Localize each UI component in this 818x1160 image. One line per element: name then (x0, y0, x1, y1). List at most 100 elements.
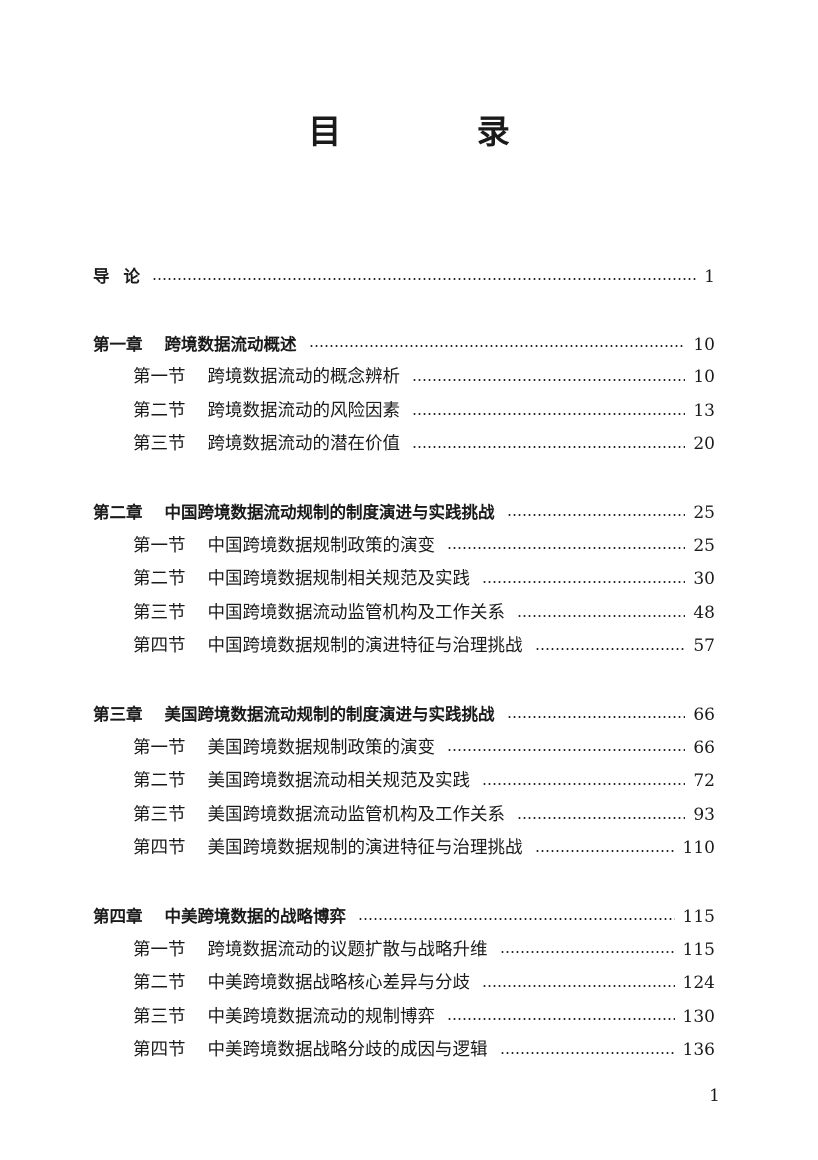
toc-section-title: 中国跨境数据流动监管机构及工作关系 (207, 602, 506, 623)
dot-leader (506, 513, 686, 516)
dot-leader (534, 648, 686, 651)
page-title: 目 录 (308, 112, 572, 151)
toc-section-2-1[interactable]: 第一节 中国跨境数据规制政策的演变 25 (93, 530, 715, 564)
dot-leader (308, 345, 686, 348)
toc-section-3-2[interactable]: 第二节 美国跨境数据流动相关规范及实践 72 (93, 765, 715, 799)
dot-leader (517, 816, 686, 819)
dot-leader (517, 614, 686, 617)
toc-section-page: 48 (693, 602, 715, 623)
toc-entry-page: 1 (704, 267, 715, 287)
toc-section-title: 美国跨境数据规制的演进特征与治理挑战 (207, 838, 523, 859)
toc-entry-title: 论 (123, 267, 141, 286)
toc-section-title: 跨境数据流动的潜在价值 (207, 434, 401, 455)
toc-section-label: 第四节 (133, 838, 186, 859)
toc-section-label: 第一节 (133, 535, 186, 556)
toc-chapter-page: 10 (693, 334, 715, 355)
toc-section-title: 跨境数据流动的议题扩散与战略升维 (207, 939, 488, 960)
dot-leader (482, 580, 686, 583)
toc-section-2-3[interactable]: 第三节 中国跨境数据流动监管机构及工作关系 48 (93, 597, 715, 631)
toc-section-title: 中国跨境数据规制政策的演变 (207, 535, 436, 556)
toc-section-2-2[interactable]: 第二节 中国跨境数据规制相关规范及实践 30 (93, 563, 715, 597)
dot-leader (358, 917, 675, 920)
page-number: 1 (709, 1086, 720, 1106)
dot-leader (412, 412, 686, 415)
toc-section-2-4[interactable]: 第四节 中国跨境数据规制的演进特征与治理挑战 57 (93, 630, 715, 664)
toc-section-label: 第二节 (133, 771, 186, 792)
dot-leader (499, 951, 675, 954)
toc-chapter-page: 66 (693, 704, 715, 725)
dot-leader (482, 782, 686, 785)
toc-section-label: 第三节 (133, 804, 186, 825)
dot-leader (447, 547, 686, 550)
toc-section-4-2[interactable]: 第二节 中美跨境数据战略核心差异与分歧 124 (93, 967, 715, 1001)
toc-section-page: 66 (693, 737, 715, 758)
toc-section-label: 第一节 (133, 737, 186, 758)
toc-section-label: 第三节 (133, 434, 186, 455)
toc-section-3-3[interactable]: 第三节 美国跨境数据流动监管机构及工作关系 93 (93, 799, 715, 833)
toc-section-4-1[interactable]: 第一节 跨境数据流动的议题扩散与战略升维 115 (93, 934, 715, 968)
toc-chapter-title: 中美跨境数据的战略博弈 (164, 906, 347, 926)
toc-section-title: 美国跨境数据规制政策的演变 (207, 737, 436, 758)
dot-leader (482, 984, 675, 987)
toc-entry-intro[interactable]: 导 论 1 (93, 260, 715, 294)
toc-section-1-2[interactable]: 第二节 跨境数据流动的风险因素 13 (93, 395, 715, 429)
dot-leader (447, 1018, 675, 1021)
toc-section-title: 中国跨境数据规制相关规范及实践 (207, 569, 471, 590)
toc-section-label: 第二节 (133, 400, 186, 421)
toc-chapter-page: 115 (682, 906, 715, 927)
toc-section-1-3[interactable]: 第三节 跨境数据流动的潜在价值 20 (93, 428, 715, 462)
toc-chapter-4[interactable]: 第四章 中美跨境数据的战略博弈 115 (93, 900, 715, 934)
toc-chapter-label: 第四章 (93, 906, 143, 926)
toc-section-title: 中美跨境数据战略核心差异与分歧 (207, 973, 471, 994)
dot-leader (506, 715, 686, 718)
toc-entry-label: 导 (93, 267, 110, 286)
dot-leader (412, 378, 686, 381)
toc-section-1-1[interactable]: 第一节 跨境数据流动的概念辨析 10 (93, 361, 715, 395)
toc-chapter-3[interactable]: 第三章 美国跨境数据流动规制的制度演进与实践挑战 66 (93, 698, 715, 732)
toc-section-page: 72 (693, 771, 715, 792)
toc-chapter-title: 美国跨境数据流动规制的制度演进与实践挑战 (164, 704, 495, 724)
toc-section-title: 美国跨境数据流动监管机构及工作关系 (207, 804, 506, 825)
dot-leader (152, 277, 697, 280)
toc-chapter-page: 25 (693, 502, 715, 523)
toc-chapter-label: 第三章 (93, 704, 143, 724)
toc-section-label: 第二节 (133, 569, 186, 590)
toc-section-3-1[interactable]: 第一节 美国跨境数据规制政策的演变 66 (93, 732, 715, 766)
toc-chapter-label: 第二章 (93, 502, 143, 522)
dot-leader (499, 1052, 675, 1055)
toc-section-title: 跨境数据流动的概念辨析 (207, 367, 401, 388)
toc-chapter-title: 中国跨境数据流动规制的制度演进与实践挑战 (164, 502, 495, 522)
toc-section-title: 中国跨境数据规制的演进特征与治理挑战 (207, 636, 523, 657)
toc-section-label: 第二节 (133, 973, 186, 994)
toc-section-page: 115 (682, 939, 715, 960)
toc-section-page: 13 (693, 400, 715, 421)
toc-section-page: 136 (682, 1040, 715, 1061)
dot-leader (412, 446, 686, 449)
toc-section-page: 57 (693, 636, 715, 657)
toc-section-page: 130 (682, 1006, 715, 1027)
dot-leader (534, 850, 675, 853)
table-of-contents: 导 论 1 第一章 跨境数据流动概述 10 第一节 跨境数据流动的概念辨析 10… (93, 260, 715, 1068)
toc-section-label: 第一节 (133, 939, 186, 960)
toc-chapter-1[interactable]: 第一章 跨境数据流动概述 10 (93, 328, 715, 362)
toc-section-title: 中美跨境数据流动的规制博弈 (207, 1006, 436, 1027)
toc-section-title: 中美跨境数据战略分歧的成因与逻辑 (207, 1040, 488, 1061)
toc-section-page: 124 (682, 973, 715, 994)
dot-leader (447, 749, 686, 752)
toc-section-page: 30 (693, 569, 715, 590)
toc-section-title: 跨境数据流动的风险因素 (207, 400, 401, 421)
toc-section-label: 第四节 (133, 636, 186, 657)
toc-chapter-2[interactable]: 第二章 中国跨境数据流动规制的制度演进与实践挑战 25 (93, 496, 715, 530)
toc-section-4-4[interactable]: 第四节 中美跨境数据战略分歧的成因与逻辑 136 (93, 1034, 715, 1068)
toc-section-label: 第一节 (133, 367, 186, 388)
toc-section-page: 25 (693, 535, 715, 556)
toc-section-4-3[interactable]: 第三节 中美跨境数据流动的规制博弈 130 (93, 1001, 715, 1035)
toc-chapter-title: 跨境数据流动概述 (164, 334, 297, 354)
toc-section-page: 20 (693, 434, 715, 455)
toc-section-page: 93 (693, 804, 715, 825)
toc-section-label: 第三节 (133, 1006, 186, 1027)
toc-section-page: 10 (693, 367, 715, 388)
toc-section-title: 美国跨境数据流动相关规范及实践 (207, 771, 471, 792)
toc-section-label: 第四节 (133, 1040, 186, 1061)
toc-section-3-4[interactable]: 第四节 美国跨境数据规制的演进特征与治理挑战 110 (93, 832, 715, 866)
